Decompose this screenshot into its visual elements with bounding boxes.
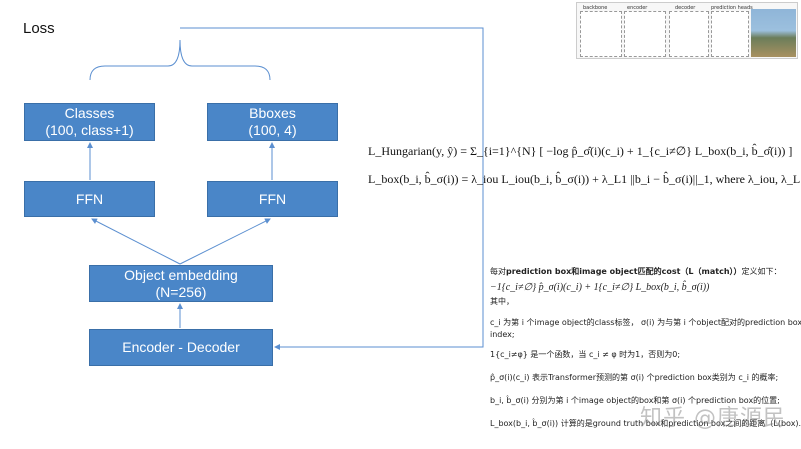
hungarian-loss-formula: L_Hungarian(y, ŷ) = Σ_{i=1}^{N} [ −log p… bbox=[368, 144, 793, 158]
object-embedding-label: Object embedding bbox=[124, 266, 238, 283]
ffn-right-label: FFN bbox=[258, 190, 287, 207]
expl-line-6: 1{c_i≠φ} 是一个函数，当 c_i ≠ φ 时为1，否则为0; bbox=[490, 350, 681, 359]
arrow-embedding-to-ffn-left bbox=[91, 218, 181, 265]
thumb-panel-decoder bbox=[669, 11, 709, 57]
ffn-right-box: FFN bbox=[207, 181, 338, 217]
thumb-panel-heads bbox=[711, 11, 749, 57]
expl-line-8: b_i, b̂_σ(i) 分别为第 i 个image object的box和第 … bbox=[490, 396, 780, 405]
thumb-section-encoder: encoder bbox=[627, 5, 648, 11]
object-embedding-box: Object embedding (N=256) bbox=[89, 265, 273, 302]
expl-line-7: p̂_σ(i)(c_i) 表示Transformer预测的第 σ(i) 个pre… bbox=[490, 373, 779, 382]
thumb-section-decoder: decoder bbox=[675, 5, 696, 11]
expl-line-2: −1{c_i≠∅} p̂_σ(i)(c_i) + 1{c_i≠∅} L_box(… bbox=[490, 282, 710, 293]
expl-line-3: 其中， bbox=[490, 297, 514, 306]
thumb-panel-encoder bbox=[624, 11, 666, 57]
encoder-decoder-label: Encoder - Decoder bbox=[122, 339, 240, 355]
object-embedding-shape: (N=256) bbox=[155, 283, 207, 300]
box-loss-formula: L_box(b_i, b̂_σ(i)) = λ_iou L_iou(b_i, b… bbox=[368, 172, 801, 186]
ffn-left-box: FFN bbox=[24, 181, 155, 217]
classes-box: Classes (100, class+1) bbox=[24, 103, 155, 141]
expl-line-9: L_box(b_i, b̂_σ(i)) 计算的是ground truth box… bbox=[490, 419, 801, 428]
expl-line-1: 每对prediction box和image object匹配的cost（L（m… bbox=[490, 267, 782, 276]
classes-label: Classes bbox=[64, 105, 115, 121]
encoder-decoder-box: Encoder - Decoder bbox=[89, 329, 273, 366]
bboxes-label: Bboxes bbox=[249, 105, 296, 121]
page-title: Loss bbox=[23, 20, 55, 37]
bboxes-shape: (100, 4) bbox=[248, 122, 297, 138]
bboxes-box: Bboxes (100, 4) bbox=[207, 103, 338, 141]
ffn-left-label: FFN bbox=[75, 190, 104, 207]
expl-line-4: c_i 为第 i 个image object的class标签， σ(i) 为与第… bbox=[490, 318, 801, 327]
arrow-embedding-to-ffn-right bbox=[179, 218, 271, 265]
detr-architecture-thumbnail: backbone encoder decoder prediction head… bbox=[576, 2, 798, 59]
loss-feedback-line bbox=[180, 27, 484, 350]
thumb-photo bbox=[751, 9, 796, 57]
classes-shape: (100, class+1) bbox=[45, 122, 134, 138]
thumb-panel-backbone bbox=[580, 11, 622, 57]
watermark: 知乎 @唐源民 bbox=[640, 406, 786, 431]
expl-line-5: index; bbox=[490, 330, 515, 339]
thumb-section-backbone: backbone bbox=[583, 5, 608, 11]
thumb-section-heads: prediction heads bbox=[711, 5, 753, 11]
top-brace bbox=[89, 39, 271, 81]
